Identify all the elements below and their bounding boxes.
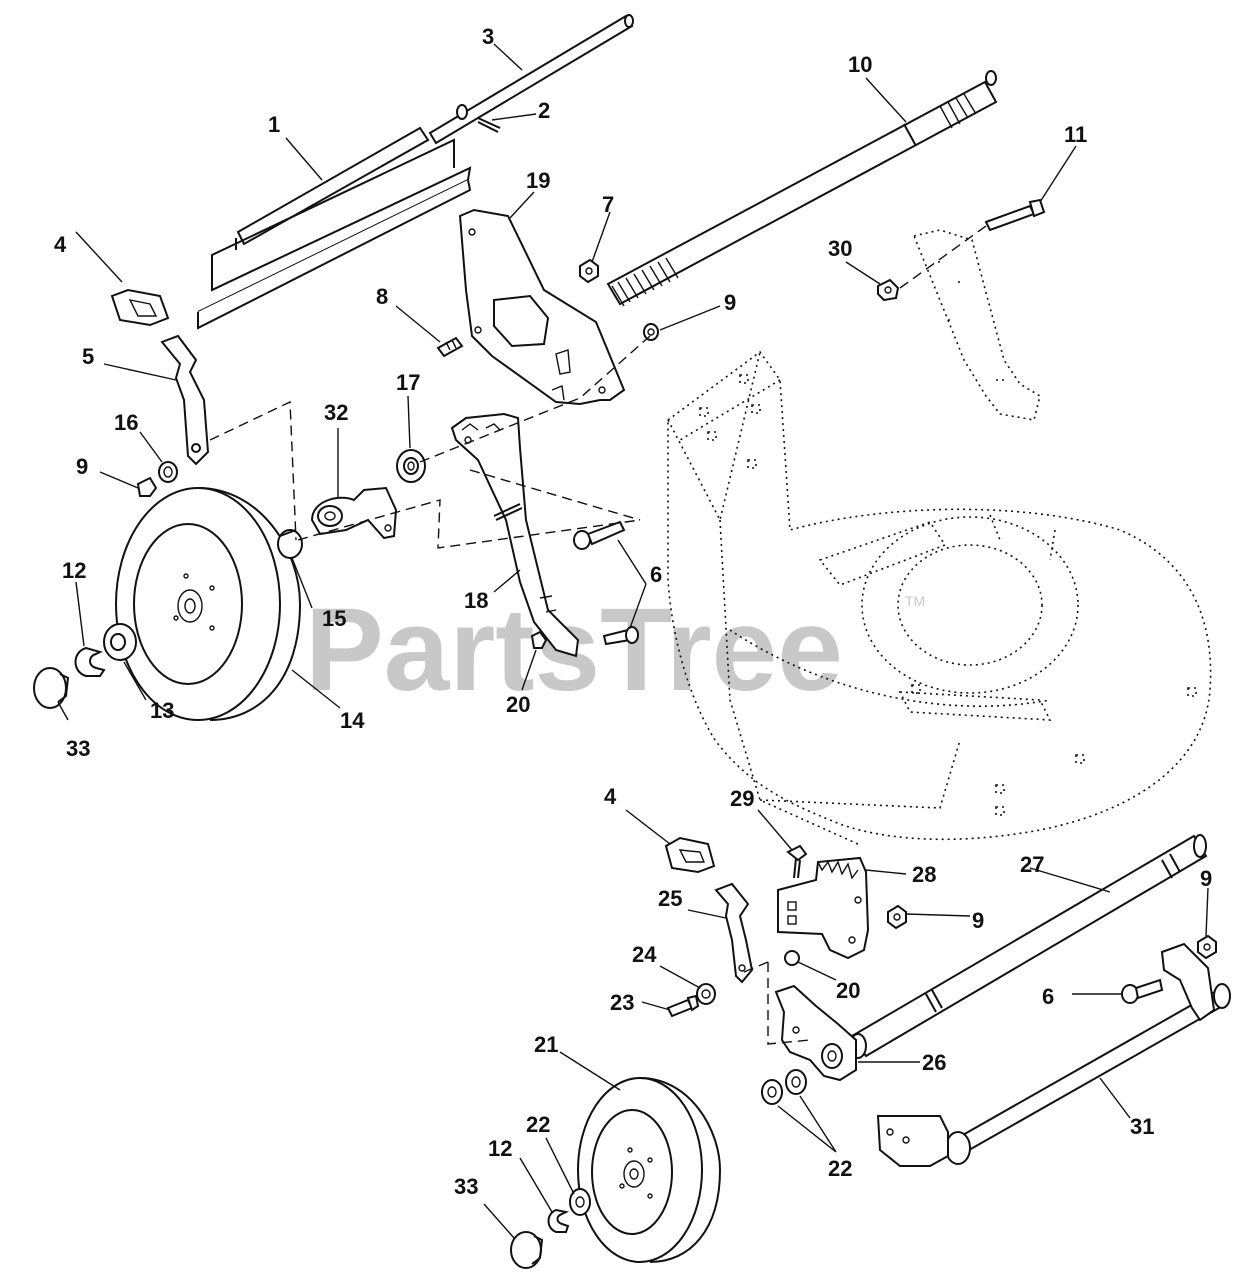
adjuster-plate-part-28 <box>777 856 870 960</box>
nut-part-20-lower <box>784 950 800 966</box>
label-part-22-wheel: 22 <box>526 1112 550 1137</box>
axle-assembly-part-31 <box>876 942 1231 1167</box>
label-part-6-lower: 6 <box>1042 984 1054 1009</box>
assembly-line-e <box>767 962 811 1045</box>
label-part-20-lower: 20 <box>836 978 860 1003</box>
washer-part-22-wheel <box>569 1188 591 1216</box>
adjuster-plate-part-18 <box>450 412 580 658</box>
nut-part-7 <box>579 258 599 284</box>
clip-part-12-lower <box>547 1208 570 1233</box>
nut-part-30 <box>877 278 900 302</box>
bolt-part-23 <box>666 994 700 1018</box>
label-part-8: 8 <box>376 284 388 309</box>
label-part-31: 31 <box>1130 1114 1154 1139</box>
nut-part-9-lower-right <box>1197 934 1217 960</box>
label-part-6-upper: 6 <box>650 562 662 587</box>
label-part-33-lower: 33 <box>454 1174 478 1199</box>
bolt-part-6-b <box>602 626 639 646</box>
bracket-cap-part-4-top <box>110 288 170 327</box>
washers-part-22-lower <box>761 1069 807 1105</box>
nut-part-9-lower-mid <box>887 904 907 930</box>
label-part-19: 19 <box>526 168 550 193</box>
label-part-32: 32 <box>324 400 348 425</box>
label-part-24: 24 <box>632 942 657 967</box>
leader-lines <box>57 43 1209 1239</box>
washer-part-13 <box>103 623 137 661</box>
label-part-2: 2 <box>538 98 550 123</box>
label-part-4-top: 4 <box>54 232 67 257</box>
label-part-9-left: 9 <box>76 454 88 479</box>
spacer-part-24 <box>696 983 716 1005</box>
assembly-line-c <box>419 335 651 463</box>
label-part-20-upper: 20 <box>506 692 530 717</box>
bushing-part-15 <box>277 529 303 559</box>
upper-bracket-part-19 <box>458 208 626 406</box>
label-part-9-mid: 9 <box>972 908 984 933</box>
label-part-4-bottom: 4 <box>604 784 617 809</box>
label-part-17: 17 <box>396 370 420 395</box>
nut-part-9-left <box>136 476 158 497</box>
label-part-3: 3 <box>482 24 494 49</box>
label-part-14: 14 <box>340 708 365 733</box>
handle-shaft-part-10 <box>606 70 998 307</box>
mower-deck <box>667 350 1212 846</box>
bearing-part-17 <box>396 449 426 483</box>
handle-bracket-dotted <box>912 229 1041 421</box>
stud-on-plate <box>493 503 523 521</box>
assembly-line-d <box>469 469 641 521</box>
label-part-23: 23 <box>610 990 634 1015</box>
hub-cap-part-33-left <box>33 667 70 709</box>
assembly-line-b <box>297 499 641 549</box>
label-part-10: 10 <box>848 52 872 77</box>
leader-11-30 <box>899 225 987 289</box>
lever-bracket-part-5 <box>160 334 210 466</box>
label-part-13: 13 <box>150 698 174 723</box>
label-part-33-left: 33 <box>66 736 90 761</box>
rear-wheel-part-14 <box>115 487 302 721</box>
label-part-16: 16 <box>114 410 138 435</box>
washer-part-9-upper <box>643 323 659 341</box>
label-part-11: 11 <box>1064 122 1087 147</box>
part-labels: 1 2 3 4 4 5 6 6 7 8 9 9 9 9 10 11 12 12 … <box>54 24 1212 1199</box>
label-part-9-upper: 9 <box>724 290 736 315</box>
hinge-rod-part-3 <box>428 14 634 145</box>
bracket-cap-part-4-bottom <box>664 836 716 874</box>
stud-part-8 <box>436 336 464 358</box>
label-part-15: 15 <box>322 606 346 631</box>
label-part-18: 18 <box>464 588 488 613</box>
label-part-28: 28 <box>912 862 936 887</box>
label-part-26: 26 <box>922 1050 946 1075</box>
pivot-plate-part-32 <box>310 486 398 540</box>
assembly-line-f <box>743 961 769 973</box>
label-part-22-lower: 22 <box>828 1156 852 1181</box>
rear-flap-part-1 <box>197 126 472 330</box>
watermark-trademark: TM <box>905 593 925 609</box>
label-part-5: 5 <box>82 344 94 369</box>
clip-part-12-left <box>74 646 106 677</box>
hub-cap-part-33-lower <box>510 1231 544 1269</box>
label-part-7: 7 <box>602 192 614 217</box>
label-part-29: 29 <box>730 786 754 811</box>
label-part-1: 1 <box>268 112 280 137</box>
bolt-part-11 <box>984 198 1046 232</box>
nut-part-20-upper <box>530 630 548 649</box>
label-part-9-right: 9 <box>1200 866 1212 891</box>
label-part-30: 30 <box>828 236 852 261</box>
lever-bracket-part-25 <box>714 882 754 984</box>
label-part-21: 21 <box>534 1032 558 1057</box>
front-wheel-part-21 <box>577 1077 722 1263</box>
front-axle-part-27 <box>849 834 1208 1059</box>
bolt-part-29 <box>786 844 808 879</box>
label-part-27: 27 <box>1020 852 1044 877</box>
label-part-12-left: 12 <box>62 558 86 583</box>
pivot-bracket-part-26 <box>774 984 857 1082</box>
bolt-part-6-a <box>573 520 626 550</box>
label-part-25: 25 <box>658 886 682 911</box>
bolt-part-6-c <box>1121 978 1164 1004</box>
assembly-line-a <box>209 400 297 541</box>
label-part-12-lower: 12 <box>488 1136 512 1161</box>
spacer-part-16 <box>158 461 178 483</box>
cotter-pin-part-2 <box>477 117 501 133</box>
